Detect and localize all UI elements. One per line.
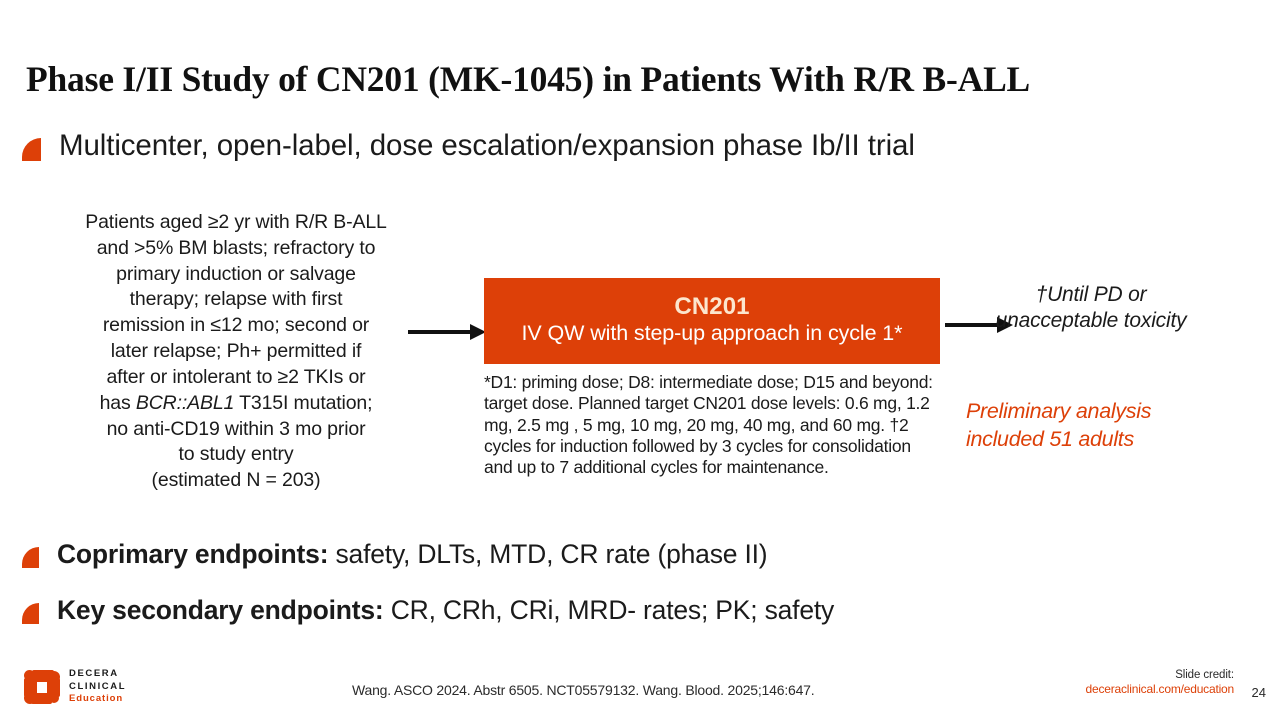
eligibility-line-9: to study entry <box>178 443 294 466</box>
citation-text: Wang. ASCO 2024. Abstr 6505. NCT05579132… <box>352 682 815 698</box>
gene-name-italic: BCR::ABL1 <box>135 391 235 414</box>
endpoint-row-coprimary: Coprimary endpoints: safety, DLTs, MTD, … <box>22 539 1252 569</box>
treatment-duration-text: †Until PD or unacceptable toxicity <box>995 283 1187 332</box>
treatment-drug-name: CN201 <box>674 292 750 320</box>
endpoints-list: Coprimary endpoints: safety, DLTs, MTD, … <box>22 539 1252 652</box>
slide-credit-url[interactable]: deceraclinical.com/education <box>1085 682 1235 697</box>
arrow-shaft <box>945 323 999 327</box>
eligibility-line-10: (estimated N = 203) <box>151 469 321 492</box>
top-bullet-row: Multicenter, open-label, dose escalation… <box>22 129 915 162</box>
endpoint-label-secondary: Key secondary endpoints: <box>57 595 384 626</box>
decera-logo[interactable]: DECERA CLINICAL Education <box>24 668 126 706</box>
arrow-head <box>997 317 1013 333</box>
treatment-box-footnote: *D1: priming dose; D8: intermediate dose… <box>484 372 933 478</box>
arrow-shaft <box>408 330 472 334</box>
page-number: 24 <box>1251 685 1266 700</box>
eligibility-line-2: primary induction or salvage <box>116 262 356 285</box>
eligibility-line-4: remission in ≤12 mo; second or <box>102 314 370 337</box>
eligibility-line-5: later relapse; Ph+ permitted if <box>110 340 362 363</box>
slide-credit: Slide credit: deceraclinical.com/educati… <box>1085 668 1235 697</box>
eligibility-line-6: after or intolerant to ≥2 TKIs or <box>106 365 366 388</box>
slide-footer: DECERA CLINICAL Education Wang. ASCO 202… <box>0 658 1280 720</box>
page-title: Phase I/II Study of CN201 (MK-1045) in P… <box>26 59 1031 99</box>
endpoint-value-secondary: CR, CRh, CRi, MRD- rates; PK; safety <box>383 595 835 626</box>
eligibility-line-0: Patients aged ≥2 yr with R/R B-ALL <box>85 211 387 233</box>
eligibility-line-7: has BCR::ABL1 T315I mutation; <box>99 391 373 414</box>
endpoint-row-secondary: Key secondary endpoints: CR, CRh, CRi, M… <box>22 596 1252 625</box>
endpoint-text-coprimary: Coprimary endpoints: safety, DLTs, MTD, … <box>57 539 768 569</box>
preliminary-analysis-note: Preliminary analysis included 51 adults <box>966 399 1152 451</box>
arrow-head <box>470 324 486 340</box>
bullet-marker-icon <box>22 547 39 568</box>
top-bullet-text: Multicenter, open-label, dose escalation… <box>59 129 915 162</box>
endpoint-label-coprimary: Coprimary endpoints: <box>57 539 329 569</box>
arrow-to-treatment-icon <box>408 324 488 340</box>
logo-line-clinical: CLINICAL <box>69 680 127 692</box>
eligibility-criteria-text: Patients aged ≥2 yr with R/R B-ALL and >… <box>38 210 434 494</box>
arrow-to-duration-icon <box>945 317 1013 333</box>
bullet-marker-icon <box>22 138 41 161</box>
endpoint-value-coprimary: safety, DLTs, MTD, CR rate (phase II) <box>328 539 768 569</box>
treatment-regimen: IV QW with step-up approach in cycle 1* <box>521 321 903 346</box>
bullet-marker-icon <box>22 603 39 625</box>
logo-line-decera: DECERA <box>69 668 119 679</box>
decera-logo-mark-icon <box>24 669 60 704</box>
eligibility-line-1: and >5% BM blasts; refractory to <box>96 236 376 259</box>
endpoint-text-secondary: Key secondary endpoints: CR, CRh, CRi, M… <box>57 596 834 625</box>
logo-line-education: Education <box>69 693 124 705</box>
eligibility-line-3: therapy; relapse with first <box>129 288 343 311</box>
decera-logo-text: DECERA CLINICAL Education <box>69 668 126 706</box>
eligibility-line-8: no anti-CD19 within 3 mo prior <box>106 417 366 440</box>
study-design-diagram: Patients aged ≥2 yr with R/R B-ALL and >… <box>0 200 1280 520</box>
treatment-arm-box: CN201 IV QW with step-up approach in cyc… <box>484 278 940 364</box>
slide-credit-label: Slide credit: <box>1175 669 1234 681</box>
